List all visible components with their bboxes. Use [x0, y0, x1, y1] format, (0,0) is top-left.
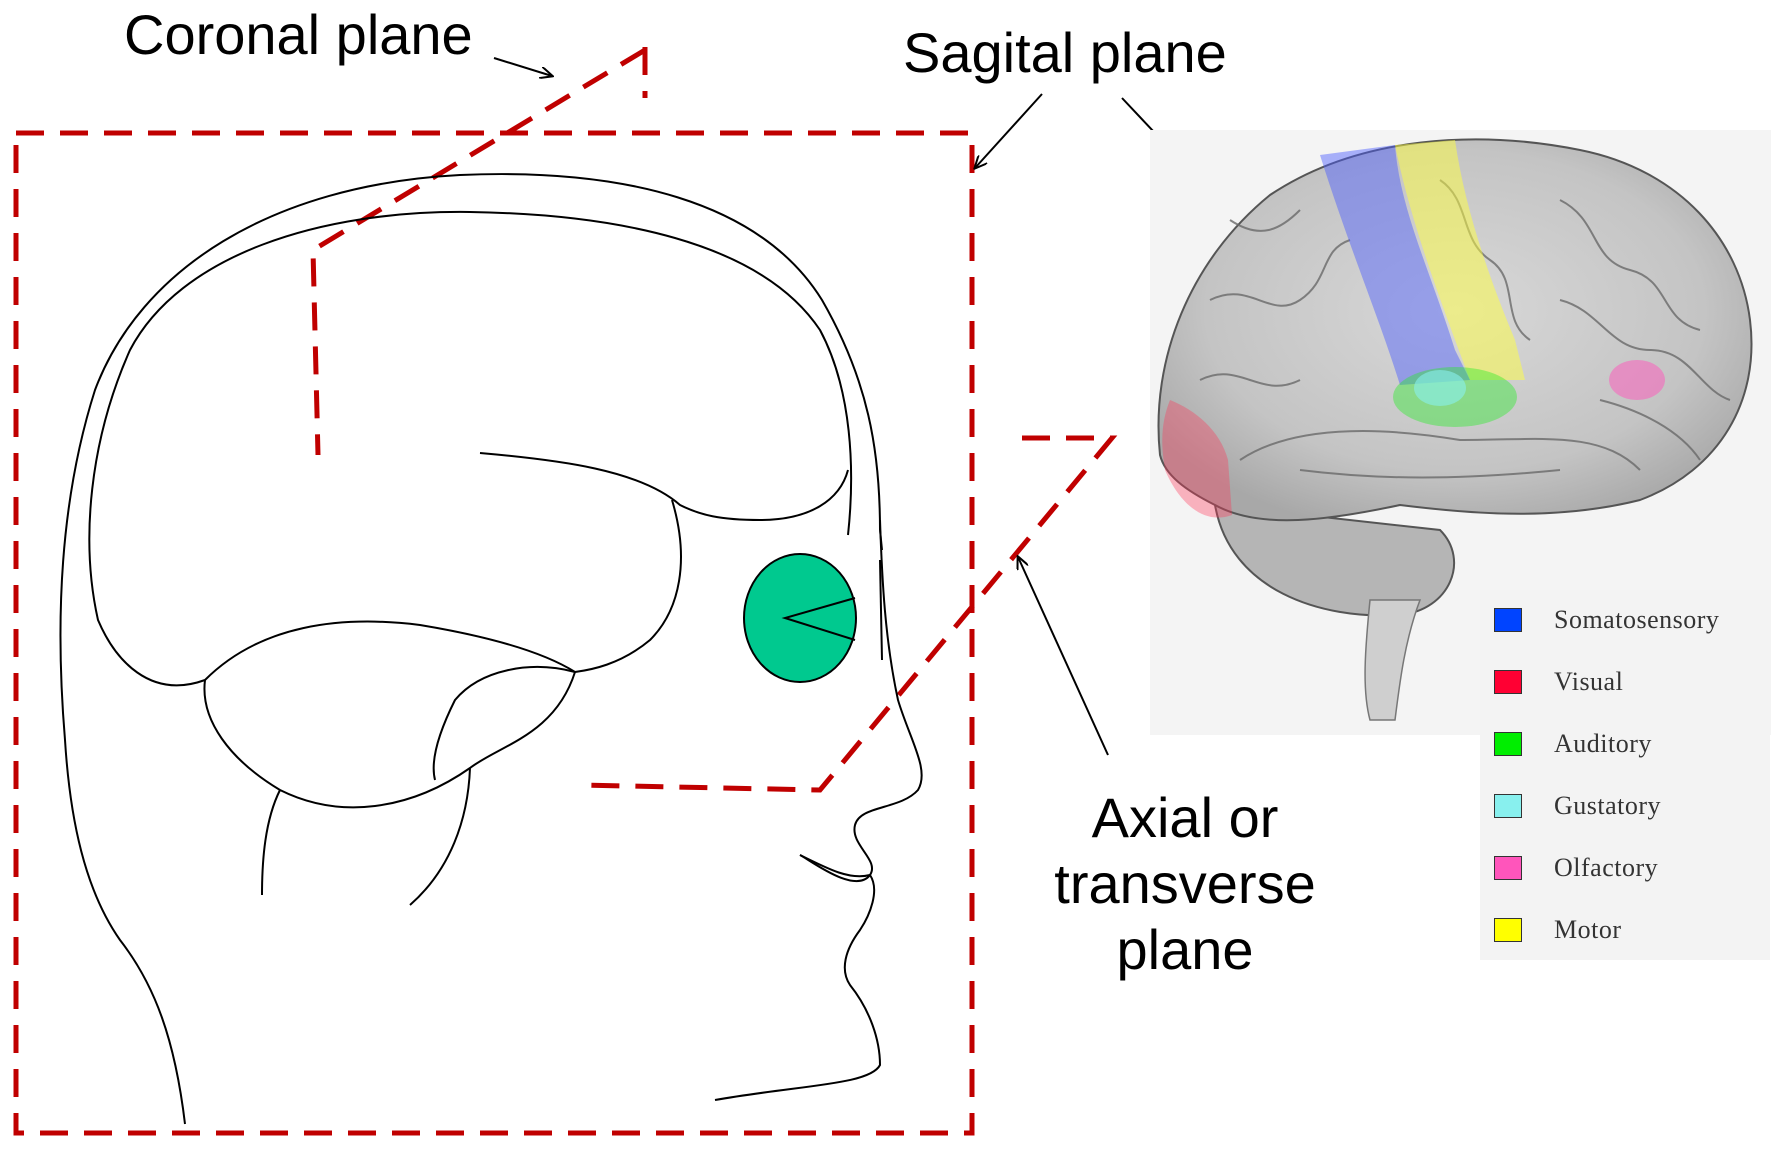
- legend-swatch: [1494, 732, 1522, 756]
- axial-label-line-2: transverse: [1035, 851, 1335, 917]
- legend-swatch: [1494, 608, 1522, 632]
- legend-item: Somatosensory: [1494, 600, 1719, 640]
- olfactory-region: [1609, 360, 1665, 400]
- legend-item: Gustatory: [1494, 786, 1661, 826]
- legend-label: Somatosensory: [1554, 605, 1719, 635]
- legend-swatch: [1494, 670, 1522, 694]
- legend-label: Olfactory: [1554, 853, 1658, 883]
- axial-arrow: [1018, 557, 1108, 755]
- legend-swatch: [1494, 856, 1522, 880]
- legend-label: Motor: [1554, 915, 1622, 945]
- sagital-plane-label: Sagital plane: [903, 20, 1227, 86]
- sagital-arrow-left: [975, 94, 1042, 168]
- axial-label-line-1: Axial or: [1035, 785, 1335, 851]
- legend-item: Visual: [1494, 662, 1623, 702]
- coronal-arrow: [494, 58, 552, 76]
- legend-label: Visual: [1554, 667, 1623, 697]
- gustatory-region: [1414, 370, 1466, 406]
- legend-swatch: [1494, 794, 1522, 818]
- axial-label-line-3: plane: [1035, 917, 1335, 983]
- coronal-plane-line: [313, 47, 645, 455]
- legend-label: Auditory: [1554, 729, 1652, 759]
- axial-plane-label: Axial or transverse plane: [1035, 785, 1335, 983]
- eye-icon: [744, 554, 856, 682]
- legend-item: Motor: [1494, 910, 1622, 950]
- brain-region-legend: Somatosensory Visual Auditory Gustatory …: [1480, 590, 1770, 960]
- legend-label: Gustatory: [1554, 791, 1661, 821]
- legend-swatch: [1494, 918, 1522, 942]
- coronal-plane-label: Coronal plane: [124, 2, 473, 68]
- legend-item: Olfactory: [1494, 848, 1658, 888]
- legend-item: Auditory: [1494, 724, 1652, 764]
